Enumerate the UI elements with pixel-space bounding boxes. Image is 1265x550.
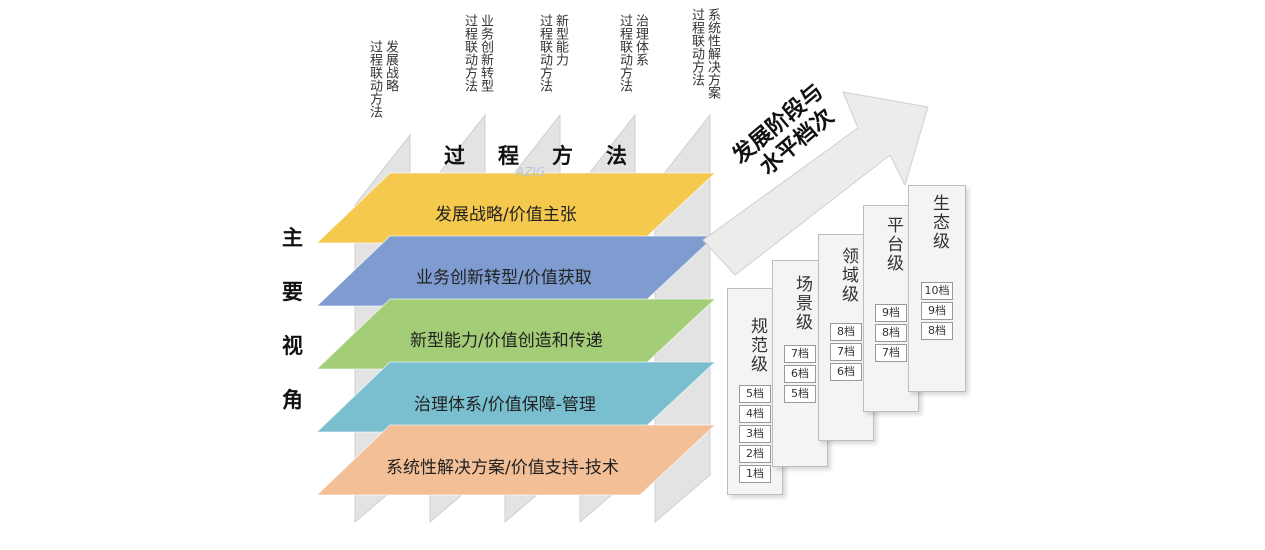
level-tier: 9档 [921,302,953,320]
level-tier: 4档 [739,405,771,423]
value-layer [315,424,717,496]
main-view-char-1: 主 [282,226,303,250]
top-label-solution: 系统性解决方案过程联动方法 [689,8,720,99]
layer-label-business: 业务创新转型/价值获取 [416,268,592,288]
level-tier: 8档 [875,324,907,342]
level-tier: 8档 [921,322,953,340]
level-tier: 9档 [875,304,907,322]
layer-label-strategy: 发展战略/价值主张 [435,205,577,225]
layer-label-capability: 新型能力/价值创造和传递 [410,331,603,351]
level-box: 生态级 10档 9档 8档 [908,185,966,392]
level-tier: 7档 [875,344,907,362]
stage-arrow [702,91,929,276]
level-tier: 6档 [830,363,862,381]
process-method-title: 过程方法 [444,144,627,168]
main-view-char-3: 视 [282,334,303,358]
level-name: 领域级 [838,247,858,304]
main-view-char-2: 要 [282,280,303,304]
level-name: 生态级 [929,194,949,251]
top-label-strategy: 发展战略过程联动方法 [367,40,398,118]
level-name: 规范级 [747,317,767,374]
level-name: 场景级 [792,275,812,332]
level-tier: 2档 [739,445,771,463]
top-label-governance: 治理体系过程联动方法 [617,14,648,92]
level-tier: 5档 [784,385,816,403]
level-tier: 7档 [784,345,816,363]
stage-arrow-shape [702,91,929,276]
layer-label-governance: 治理体系/价值保障-管理 [414,395,596,415]
main-view-char-4: 角 [282,388,303,412]
top-label-business: 业务创新转型过程联动方法 [462,14,493,92]
watermark-logo: AZIG [516,165,546,179]
level-tier: 8档 [830,323,862,341]
layer-label-solution: 系统性解决方案/价值支持-技术 [386,458,619,478]
level-tier: 1档 [739,465,771,483]
top-label-capability: 新型能力过程联动方法 [537,14,568,92]
level-tier: 10档 [921,282,953,300]
level-tier: 5档 [739,385,771,403]
level-name: 平台级 [883,216,903,273]
level-tier: 6档 [784,365,816,383]
level-tier: 3档 [739,425,771,443]
value-layers [315,172,717,496]
level-tier: 7档 [830,343,862,361]
